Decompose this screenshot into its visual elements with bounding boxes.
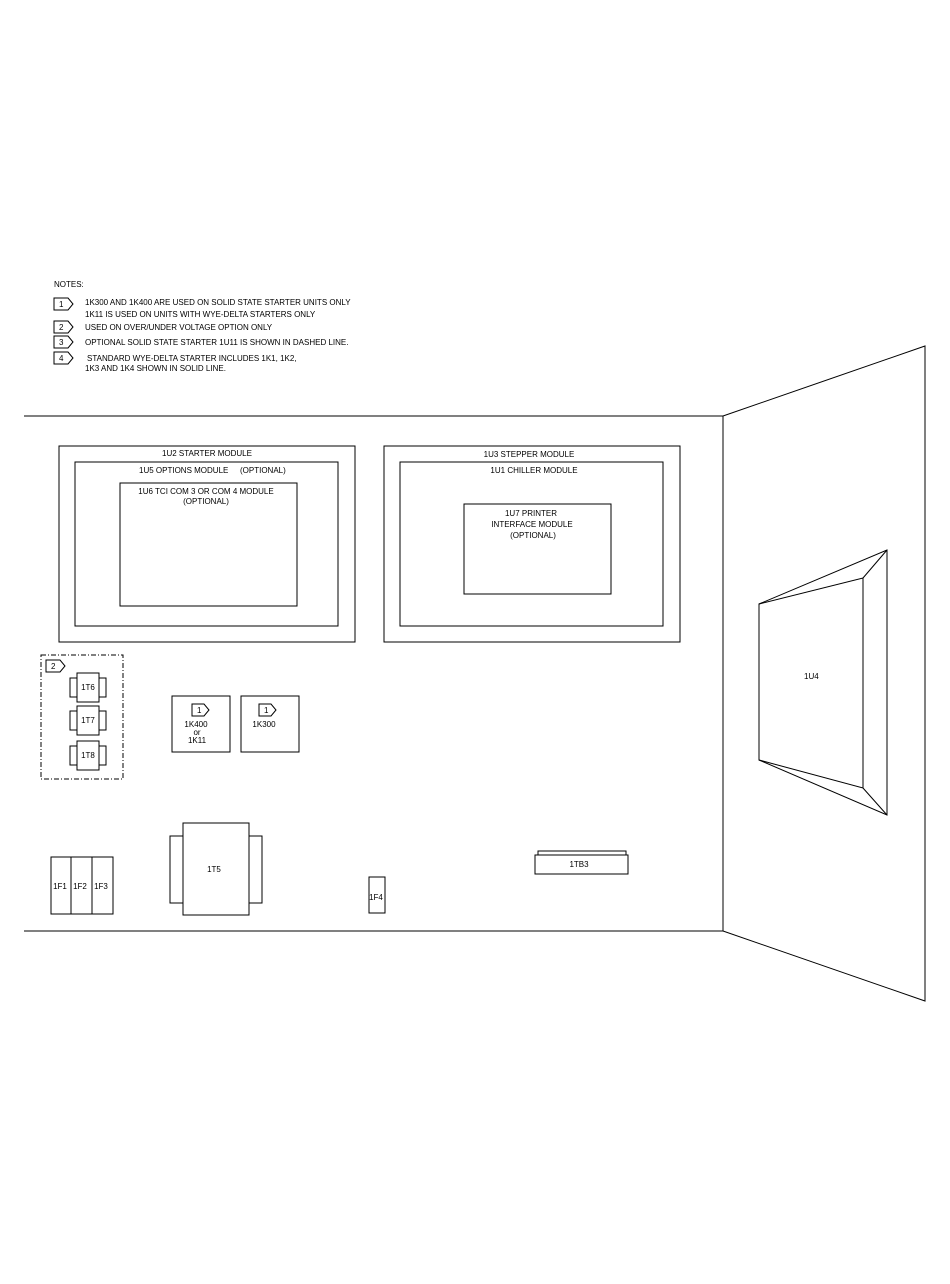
note-line: 1K300 AND 1K400 ARE USED ON SOLID STATE … [85,298,351,307]
transformer-label: 1T8 [81,751,95,760]
note-number: 2 [59,323,64,332]
transformer-1t5: 1T5 [169,822,263,916]
relay-label: or [193,728,200,737]
transformer-1t6: 1T6 [69,672,107,703]
fuse-block-1f1-1f3: 1F1 1F2 1F3 [50,856,114,915]
note-line: 1K3 AND 1K4 SHOWN IN SOLID LINE. [85,364,226,373]
transformer-1t7: 1T7 [69,705,107,736]
fuse-label: 1F4 [369,893,383,902]
u7-optional-label: (OPTIONAL) [510,531,556,540]
note-flag-shape [258,703,277,717]
u6-tci-module [119,482,298,607]
transformer-label: 1T5 [207,865,221,874]
note-number: 1 [59,300,64,309]
u4-display-inner [758,577,864,789]
note-1: 1 1K300 AND 1K400 ARE USED ON SOLID STAT… [53,297,351,319]
u2-label: 1U2 STARTER MODULE [162,449,252,458]
notes-heading: NOTES: [54,280,84,289]
terminal-block-label: 1TB3 [569,860,589,869]
u5-label: 1U5 OPTIONS MODULE [139,466,228,475]
group-note-flag: 2 [51,662,56,671]
u7-printer-module [463,503,612,595]
fuse-1f4: 1F4 [368,876,386,914]
fuse-label: 1F3 [94,882,108,891]
relay-1k400: 1 1K400 or 1K11 [171,695,231,753]
transformer-body [76,705,100,736]
u3-label: 1U3 STEPPER MODULE [484,450,575,459]
voltage-option-group: 2 1T6 1T7 1T8 [40,654,124,780]
u4-display-outer [758,549,888,816]
note-flag-shape [191,703,210,717]
u5-optional-label: (OPTIONAL) [240,466,286,475]
note-3: 3 OPTIONAL SOLID STATE STARTER 1U11 IS S… [53,335,348,349]
u1-label: 1U1 CHILLER MODULE [490,466,577,475]
note-line: OPTIONAL SOLID STATE STARTER 1U11 IS SHO… [85,338,348,347]
transformer-body [76,740,100,771]
panel-door: 1U4 [722,345,926,1002]
note-4: 4 STANDARD WYE-DELTA STARTER INCLUDES 1K… [53,351,297,373]
note-2: 2 USED ON OVER/UNDER VOLTAGE OPTION ONLY [53,320,273,334]
note-flag-shape [53,297,74,311]
transformer-body [76,672,100,703]
fuse-body [368,876,386,914]
u4-bevel-line [862,787,888,816]
transformer-1t8: 1T8 [69,740,107,771]
relay-body [171,695,231,753]
note-flag-shape [53,351,74,365]
terminal-block-1tb3: 1TB3 [534,850,629,875]
relay-label: 1K11 [188,736,207,745]
stepper-module-group: 1U3 STEPPER MODULE 1U1 CHILLER MODULE 1U… [383,445,681,643]
transformer-label: 1T7 [81,716,95,725]
fuse-label: 1F1 [53,882,67,891]
door-outline [722,345,926,1002]
starter-module-group: 1U2 STARTER MODULE 1U5 OPTIONS MODULE (O… [58,445,356,643]
note-flag-shape [53,335,74,349]
u7-label: 1U7 PRINTER [505,509,557,518]
u4-label: 1U4 [804,672,819,681]
relay-label: 1K400 [184,720,208,729]
relay-note-flag: 1 [197,706,202,715]
note-number: 3 [59,338,64,347]
optional-dashed-boundary [40,654,124,780]
note-flag-shape [45,659,66,673]
fuse-label: 1F2 [73,882,87,891]
u6-label: 1U6 TCI COM 3 OR COM 4 MODULE [138,487,273,496]
relay-note-flag: 1 [264,706,269,715]
note-line: USED ON OVER/UNDER VOLTAGE OPTION ONLY [85,323,273,332]
note-line: STANDARD WYE-DELTA STARTER INCLUDES 1K1,… [87,354,297,363]
fuse-1f3 [91,856,114,915]
terminal-block-body [534,854,629,875]
note-number: 4 [59,354,64,363]
u7-label: INTERFACE MODULE [491,520,572,529]
relay-body [240,695,300,753]
u4-bevel-line [862,549,888,579]
transformer-body [182,822,250,916]
relay-label: 1K300 [252,720,276,729]
relay-1k300: 1 1K300 [240,695,300,753]
u6-optional-label: (OPTIONAL) [183,497,229,506]
transformer-label: 1T6 [81,683,95,692]
notes-section: NOTES: 1 1K300 AND 1K400 ARE USED ON SOL… [53,280,351,373]
note-line: 1K11 IS USED ON UNITS WITH WYE-DELTA STA… [85,310,316,319]
note-flag-shape [53,320,74,334]
